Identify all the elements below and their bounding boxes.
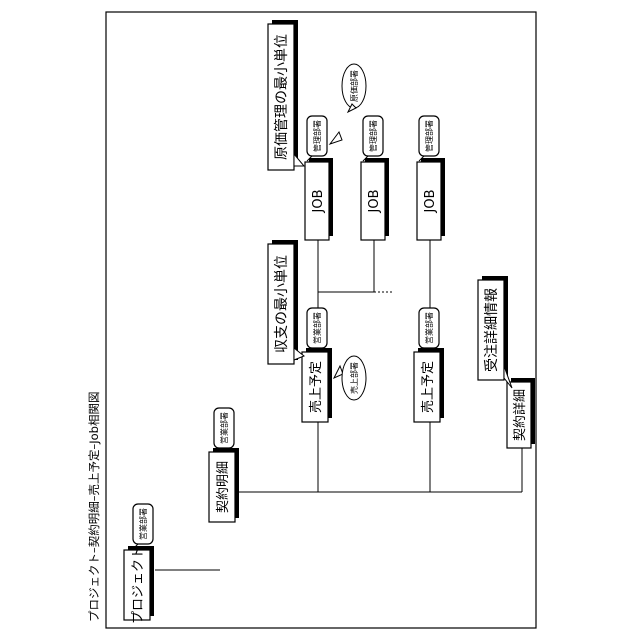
box-job-3: JOB — [417, 158, 445, 240]
callout-balance-unit-label: 収支の最小単位 — [274, 255, 290, 353]
box-job-2-label: JOB — [367, 190, 382, 214]
diagram-title: プロジェクト–契約明細–売上予定–Job相関図 — [87, 392, 101, 622]
callout-order-info: 受注詳細情報 — [478, 276, 512, 388]
tag-sales1-dept-label: 営業部署 — [312, 312, 322, 344]
tag-project-dept-label: 営業部署 — [138, 508, 148, 540]
callout-cost-unit-label: 原価管理の最小単位 — [274, 34, 290, 160]
tag-job2-dept-label: 管理部署 — [368, 120, 378, 152]
tag-job1-dept: 管理部署 — [307, 116, 327, 161]
tag-job3-dept: 管理部署 — [419, 116, 439, 161]
box-order-detail-label: 契約詳細 — [512, 389, 528, 441]
tag-job1-dept-label: 管理部署 — [312, 120, 322, 152]
box-job-1-label: JOB — [311, 190, 326, 214]
callout-cost-unit: 原価管理の最小単位 — [268, 20, 304, 170]
bubble-sales-dept-label: 売上部署 — [349, 362, 359, 394]
tag-job3-dept-label: 管理部署 — [424, 120, 434, 152]
box-contract-detail-label: 契約明細 — [216, 461, 231, 513]
box-job-3-label: JOB — [423, 190, 438, 214]
box-contract-detail: 契約明細 — [209, 448, 239, 522]
box-project-label: プロジェクト — [131, 546, 146, 624]
box-project: プロジェクト — [124, 546, 154, 624]
box-order-detail: 契約詳細 — [507, 378, 535, 448]
tag-contract-dept: 営業部署 — [214, 408, 234, 452]
callout-order-info-label: 受注詳細情報 — [484, 288, 500, 372]
tag-project-dept: 営業部署 — [133, 504, 153, 548]
tag-sales2-dept: 営業部署 — [419, 308, 439, 352]
box-sales-plan-1: 売上予定 — [302, 348, 332, 422]
box-sales-plan-2: 売上予定 — [414, 348, 444, 422]
tag-contract-dept-label: 営業部署 — [219, 412, 229, 444]
tag-sales2-dept-label: 営業部署 — [424, 312, 434, 344]
box-job-2: JOB — [361, 158, 389, 240]
box-sales-plan-1-label: 売上予定 — [308, 361, 324, 413]
box-sales-plan-2-label: 売上予定 — [420, 361, 436, 413]
bubble-cost-dept-label: 原価部署 — [349, 70, 359, 102]
tag-sales1-dept: 営業部署 — [307, 308, 327, 352]
bubble-cost-dept: 原価部署 — [330, 64, 366, 144]
callout-balance-unit: 収支の最小単位 — [268, 240, 304, 364]
box-job-1: JOB — [305, 158, 333, 240]
tag-job2-dept: 管理部署 — [363, 116, 383, 161]
bubble-sales-dept: 売上部署 — [334, 356, 366, 400]
